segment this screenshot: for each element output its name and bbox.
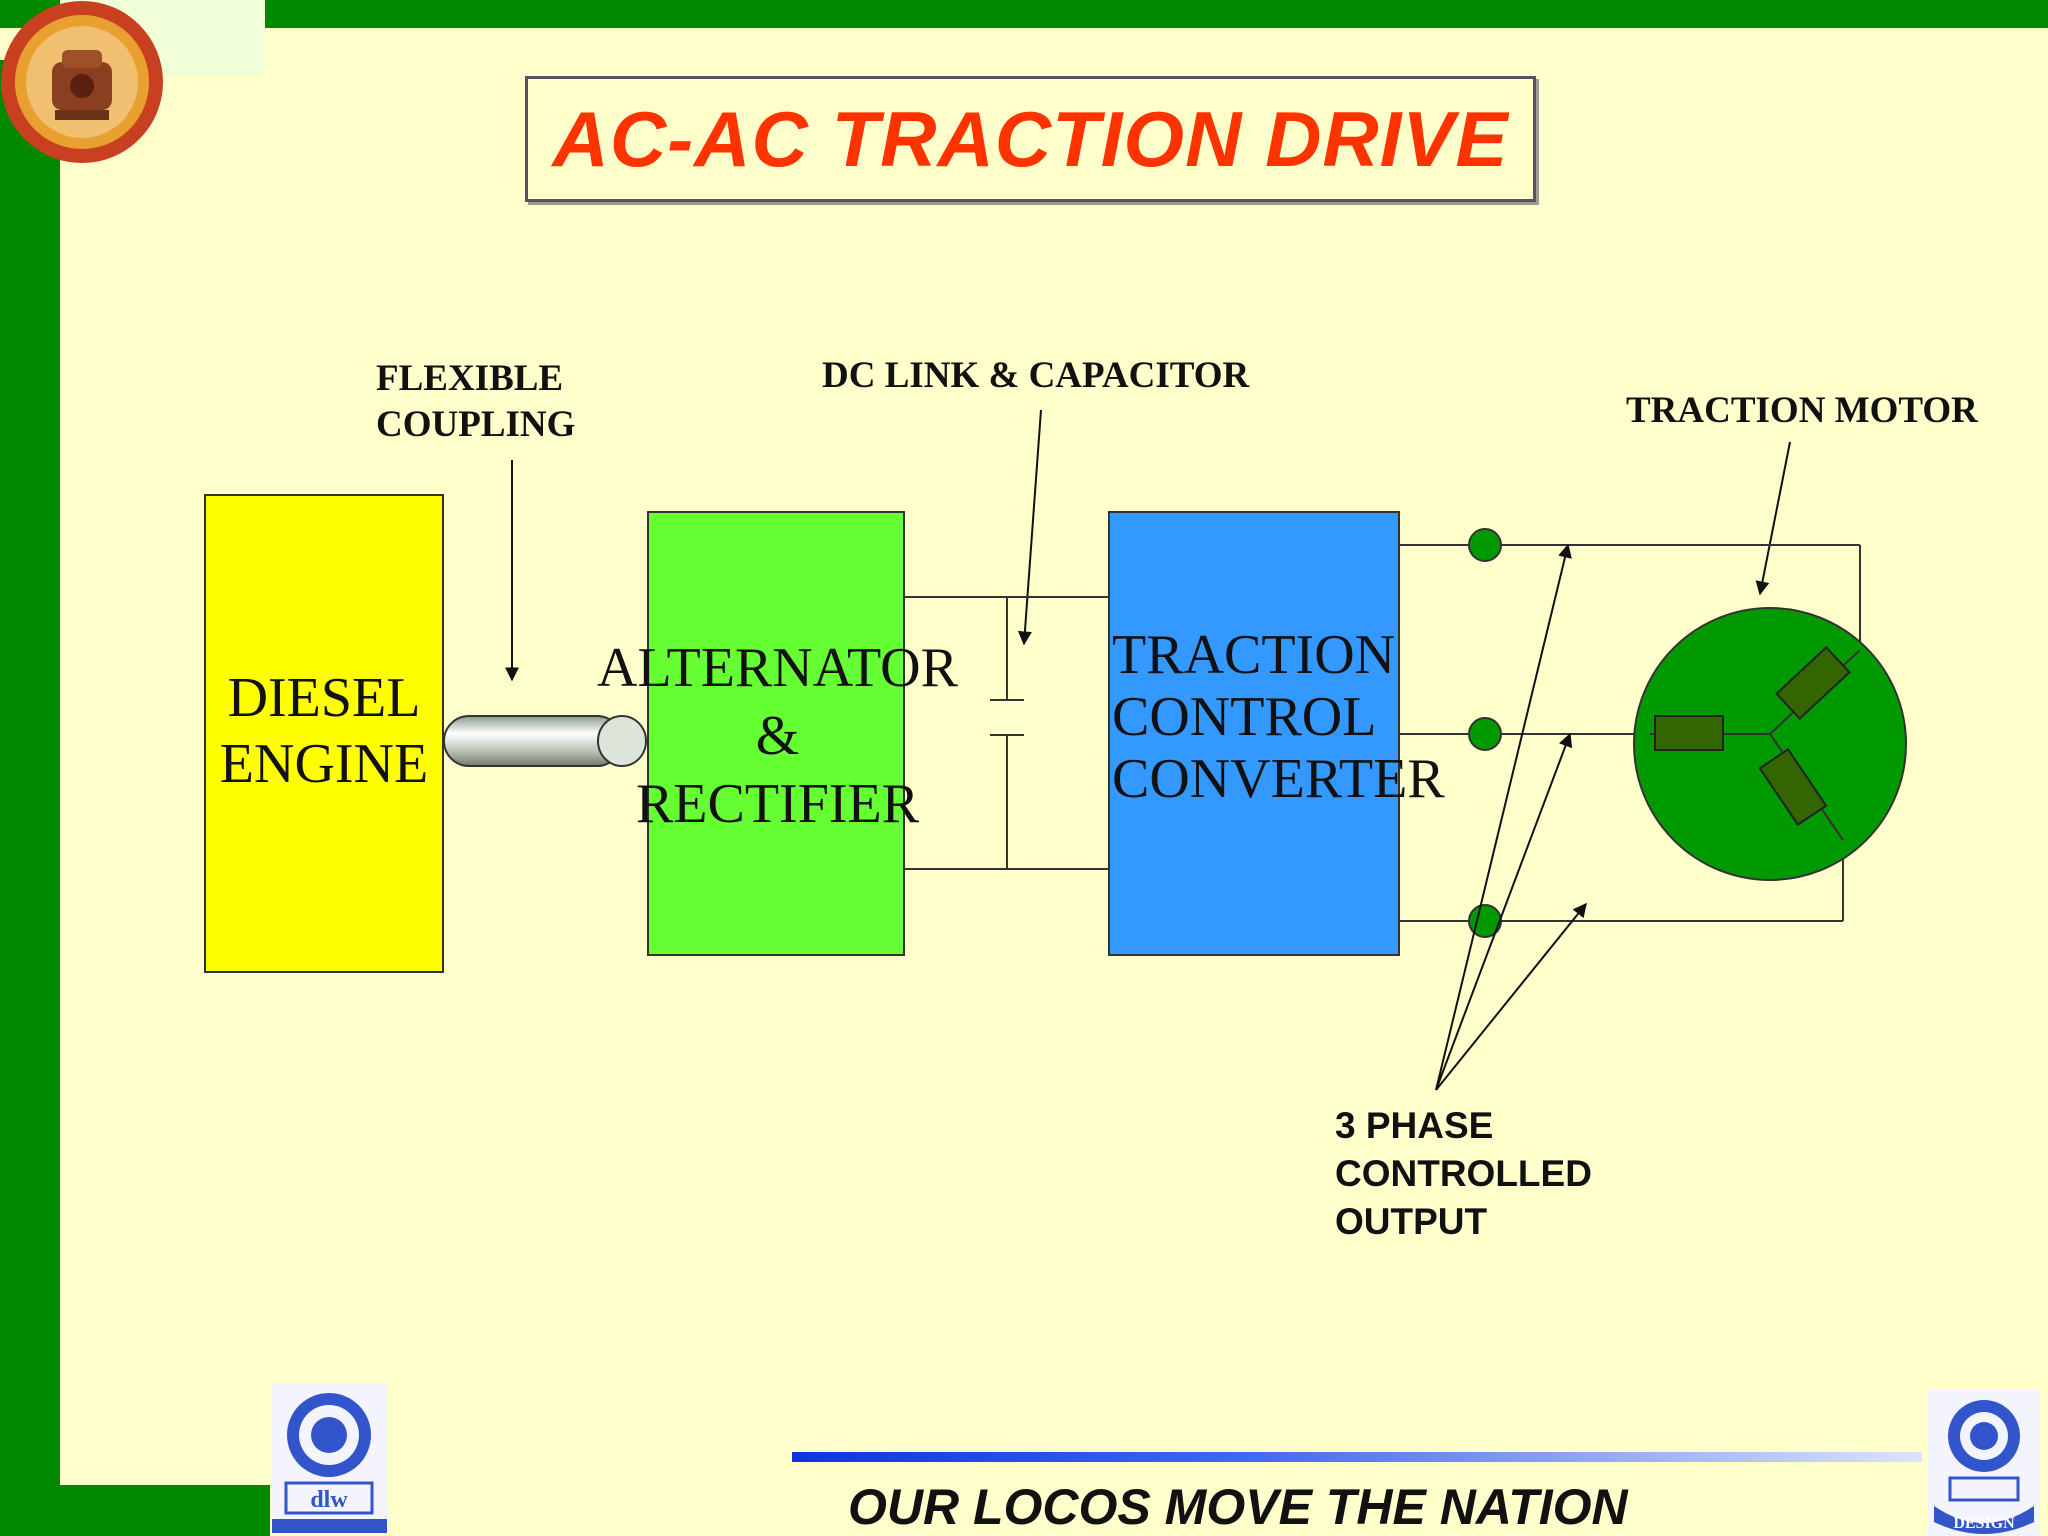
dc-link-label: DC LINK & CAPACITOR [822, 355, 1250, 396]
alternator-label-line3: RECTIFIER [635, 773, 920, 835]
traction-motor-label: TRACTION MOTOR [1626, 390, 1978, 431]
output-arrow-2 [1435, 732, 1573, 1091]
terminal-1 [1468, 528, 1502, 562]
dc-link-arrow [1017, 409, 1042, 646]
terminal-3 [1468, 904, 1502, 938]
diesel-engine-label-line1: DIESEL [227, 667, 421, 729]
footer-slogan: OUR LOCOS MOVE THE NATION [848, 1479, 1628, 1535]
output-arrow-3 [1435, 902, 1587, 1091]
footer-rule [792, 1452, 1922, 1462]
traction-control-converter-label: TRACTION CONTROL CONVERTER [1112, 624, 1452, 810]
left-frame-bar [0, 150, 60, 1536]
motor-winding-2 [1775, 645, 1851, 721]
output-arrow-1 [1435, 543, 1572, 1091]
converter-label-line1: TRACTION [1112, 624, 1396, 686]
alternator-rectifier-block [647, 511, 905, 956]
page-title: AC-AC TRACTION DRIVE [552, 94, 1509, 183]
flexible-coupling-label-line1: FLEXIBLE [376, 358, 564, 399]
alternator-label-line1: ALTERNATOR [597, 637, 958, 699]
alternator-label-line2: & [755, 705, 800, 767]
three-phase-output-label: 3 PHASE CONTROLLED OUTPUT [1335, 1102, 1592, 1246]
title-box: AC-AC TRACTION DRIVE [525, 76, 1536, 202]
traction-control-converter-block [1108, 511, 1400, 956]
traction-motor-arrow [1755, 441, 1791, 596]
flexible-coupling-label: FLEXIBLE COUPLING [376, 356, 575, 448]
diesel-engine-label-line2: ENGINE [219, 733, 429, 795]
motor-winding-3 [1758, 747, 1828, 827]
design-logo-text: DESIGN [1953, 1515, 2015, 1532]
top-frame-bar [262, 0, 2048, 28]
dlw-design-logo: DESIGN [1928, 1390, 2040, 1536]
dlw-logo-text: dlw [310, 1487, 348, 1513]
output-label-line1: 3 PHASE [1335, 1105, 1494, 1146]
railway-emblem-logo [1, 1, 163, 163]
terminal-2 [1468, 717, 1502, 751]
converter-label-line2: CONTROL [1112, 686, 1377, 748]
diesel-engine-block [204, 494, 444, 973]
bottom-frame-bar [0, 1485, 270, 1536]
converter-label-line3: CONVERTER [1112, 748, 1445, 810]
output-label-line3: OUTPUT [1335, 1201, 1488, 1242]
flexible-coupling-label-line2: COUPLING [376, 404, 576, 445]
motor-winding-1 [1654, 715, 1724, 751]
diesel-engine-label: DIESEL ENGINE [204, 665, 444, 797]
alternator-rectifier-label: ALTERNATOR & RECTIFIER [580, 634, 975, 838]
indian-railways-logo: dlw [272, 1383, 387, 1533]
output-label-line2: CONTROLLED [1335, 1153, 1592, 1194]
